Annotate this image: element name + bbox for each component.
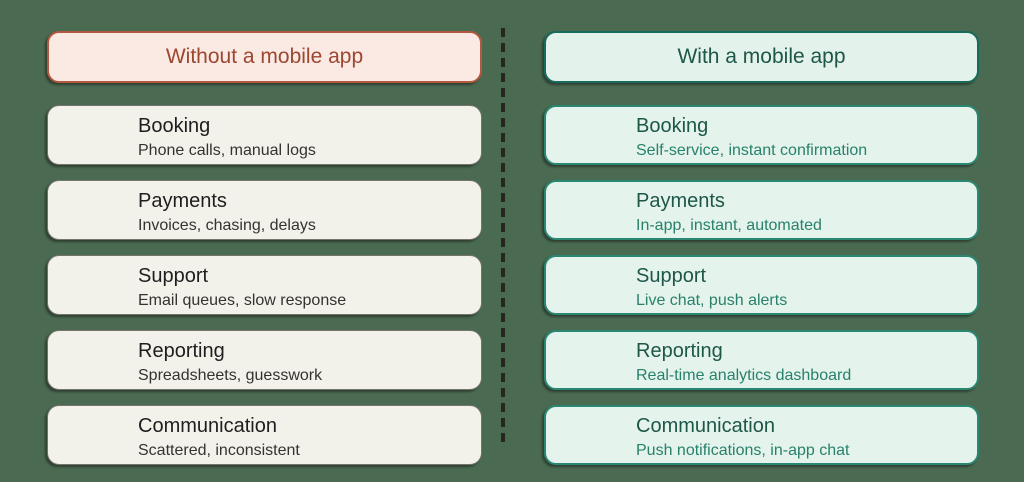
card-without-communication: Communication Scattered, inconsistent [47,405,482,465]
card-without-payments: Payments Invoices, chasing, delays [47,180,482,240]
card-with-payments: Payments In-app, instant, automated [544,180,979,240]
card-title: Booking [636,115,709,137]
card-without-booking: Booking Phone calls, manual logs [47,105,482,165]
card-title: Communication [138,415,277,437]
card-subtitle: Phone calls, manual logs [138,142,316,159]
column-with-mobile-app: With a mobile app Booking Self-service, … [544,31,979,465]
header-with-mobile-app: With a mobile app [544,31,979,83]
card-without-support: Support Email queues, slow response [47,255,482,315]
column-without-mobile-app: Without a mobile app Booking Phone calls… [47,31,482,465]
card-title: Payments [636,190,725,212]
card-title: Communication [636,415,775,437]
card-subtitle: In-app, instant, automated [636,217,822,234]
card-title: Reporting [636,340,723,362]
card-title: Support [138,265,209,287]
dashed-divider [501,28,505,446]
card-without-reporting: Reporting Spreadsheets, guesswork [47,330,482,390]
card-with-reporting: Reporting Real-time analytics dashboard [544,330,979,390]
card-title: Support [636,265,707,287]
card-with-booking: Booking Self-service, instant confirmati… [544,105,979,165]
card-title: Booking [138,115,211,137]
card-title: Reporting [138,340,225,362]
card-with-communication: Communication Push notifications, in-app… [544,405,979,465]
header-without-mobile-app: Without a mobile app [47,31,482,83]
card-with-support: Support Live chat, push alerts [544,255,979,315]
card-subtitle: Spreadsheets, guesswork [138,367,323,384]
card-subtitle: Push notifications, in-app chat [636,442,850,459]
card-subtitle: Real-time analytics dashboard [636,367,852,384]
card-subtitle: Scattered, inconsistent [138,442,300,459]
card-subtitle: Email queues, slow response [138,292,347,309]
header-label: Without a mobile app [165,45,364,68]
header-label: With a mobile app [677,45,846,68]
card-title: Payments [138,190,227,212]
card-subtitle: Invoices, chasing, delays [138,217,316,234]
card-subtitle: Self-service, instant confirmation [636,142,868,159]
card-subtitle: Live chat, push alerts [636,292,788,309]
